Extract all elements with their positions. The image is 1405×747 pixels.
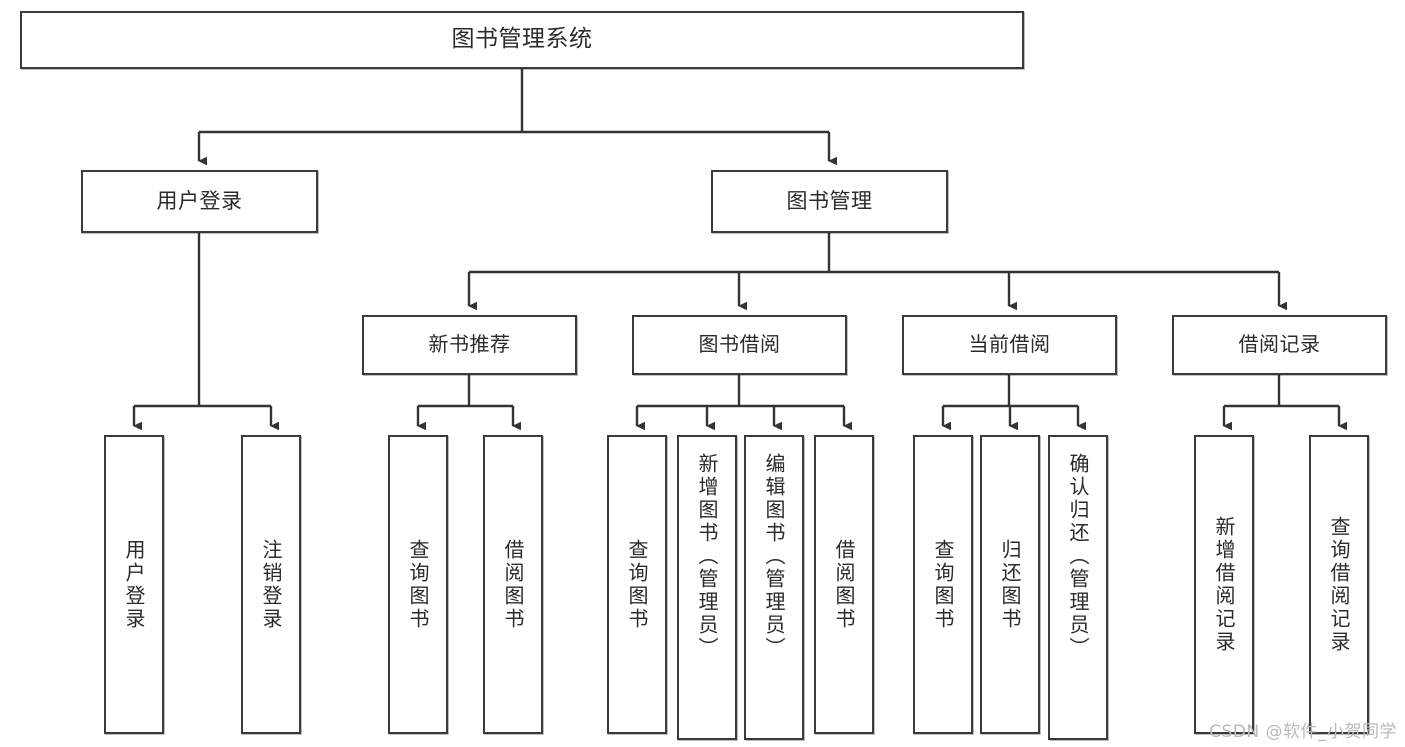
leaf-current-borrow-return-label: 归还图书 bbox=[998, 538, 1022, 631]
leaf-add-borrow-record[interactable]: 新增借阅记录 bbox=[1194, 435, 1254, 734]
leaf-user-login-signin[interactable]: 用户登录 bbox=[104, 435, 164, 734]
leaf-user-login-signout-label: 注销登录 bbox=[259, 538, 283, 631]
node-book-management[interactable]: 图书管理 bbox=[711, 170, 948, 233]
leaf-query-borrow-record[interactable]: 查询借阅记录 bbox=[1309, 435, 1369, 734]
leaf-current-borrow-query-label: 查询图书 bbox=[931, 538, 955, 631]
leaf-current-borrow-query[interactable]: 查询图书 bbox=[913, 435, 973, 734]
leaf-confirm-return-admin-label: 确认归还（管理员） bbox=[1066, 453, 1090, 660]
leaf-user-login-signin-label: 用户登录 bbox=[122, 538, 146, 631]
node-current-borrow-label: 当前借阅 bbox=[968, 332, 1051, 357]
node-root-system-label: 图书管理系统 bbox=[451, 26, 593, 53]
leaf-new-book-borrow-label: 借阅图书 bbox=[501, 538, 525, 631]
leaf-book-borrow-query-label: 查询图书 bbox=[625, 538, 649, 631]
leaf-current-borrow-return[interactable]: 归还图书 bbox=[980, 435, 1040, 734]
node-current-borrow[interactable]: 当前借阅 bbox=[902, 315, 1117, 375]
node-borrow-record[interactable]: 借阅记录 bbox=[1172, 315, 1387, 375]
leaf-book-borrow-query[interactable]: 查询图书 bbox=[607, 435, 667, 734]
node-borrow-record-label: 借阅记录 bbox=[1238, 332, 1321, 357]
leaf-book-edit-admin-label: 编辑图书（管理员） bbox=[762, 453, 786, 660]
leaf-add-borrow-record-label: 新增借阅记录 bbox=[1212, 515, 1236, 654]
node-new-book-recommend[interactable]: 新书推荐 bbox=[362, 315, 577, 375]
leaf-book-add-admin[interactable]: 新增图书（管理员） bbox=[677, 435, 737, 740]
leaf-new-book-borrow[interactable]: 借阅图书 bbox=[483, 435, 543, 734]
leaf-query-borrow-record-label: 查询借阅记录 bbox=[1327, 515, 1351, 654]
leaf-book-edit-admin[interactable]: 编辑图书（管理员） bbox=[744, 435, 804, 740]
leaf-confirm-return-admin[interactable]: 确认归还（管理员） bbox=[1048, 435, 1108, 740]
node-book-management-label: 图书管理 bbox=[786, 189, 873, 214]
leaf-new-book-query-label: 查询图书 bbox=[406, 538, 430, 631]
node-user-login[interactable]: 用户登录 bbox=[81, 170, 318, 233]
node-book-borrow-label: 图书借阅 bbox=[698, 332, 781, 357]
node-user-login-label: 用户登录 bbox=[156, 189, 243, 214]
node-book-borrow[interactable]: 图书借阅 bbox=[632, 315, 847, 375]
node-root-system[interactable]: 图书管理系统 bbox=[20, 11, 1024, 69]
leaf-book-add-admin-label: 新增图书（管理员） bbox=[695, 453, 719, 660]
leaf-user-login-signout[interactable]: 注销登录 bbox=[241, 435, 301, 734]
leaf-book-borrow-action-label: 借阅图书 bbox=[832, 538, 856, 631]
leaf-book-borrow-action[interactable]: 借阅图书 bbox=[814, 435, 874, 734]
leaf-new-book-query[interactable]: 查询图书 bbox=[388, 435, 448, 734]
node-new-book-recommend-label: 新书推荐 bbox=[428, 332, 511, 357]
